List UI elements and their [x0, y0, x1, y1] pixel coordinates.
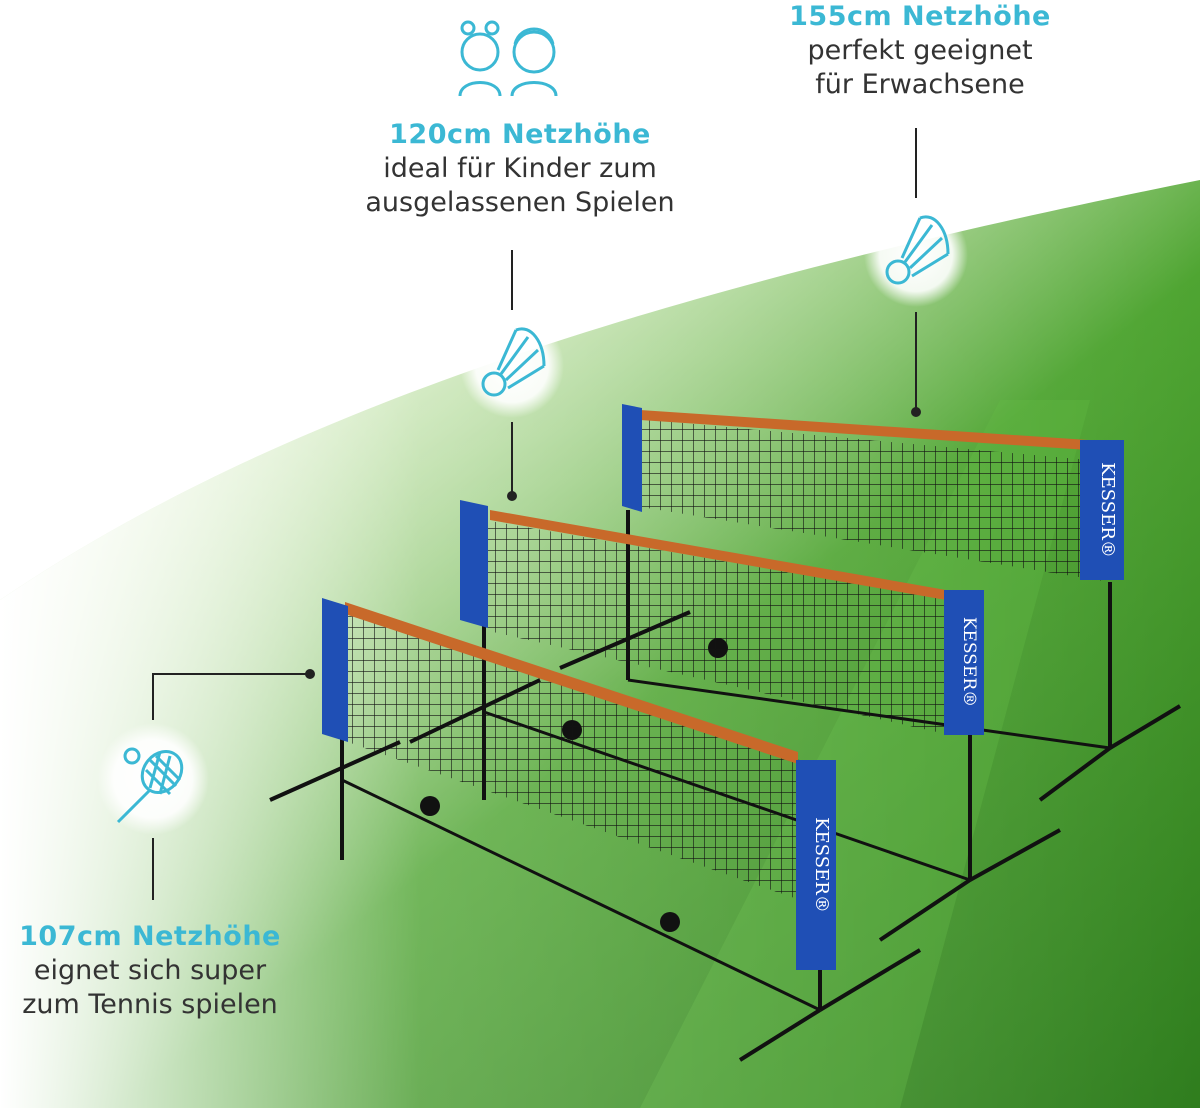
- net-120cm: KESSER®: [409, 500, 1061, 942]
- shuttlecock-icon: [864, 203, 968, 307]
- kids-icon: [458, 20, 558, 97]
- callout-heading: 120cm Netzhöhe: [389, 119, 651, 150]
- callout-text: eignet sich super: [33, 955, 267, 986]
- net-brand-label: KESSER®: [811, 817, 832, 913]
- net-107cm: KESSER®: [269, 598, 922, 1062]
- callout-heading: 107cm Netzhöhe: [19, 921, 281, 952]
- callout-text: perfekt geeignet: [807, 35, 1033, 66]
- net-brand-label: KESSER®: [959, 617, 979, 707]
- callout-text: ausgelassenen Spielen: [365, 187, 675, 218]
- net-155cm: KESSER®: [559, 404, 1182, 802]
- net-brand-label: KESSER®: [1097, 462, 1118, 558]
- callout-heading: 155cm Netzhöhe: [789, 1, 1051, 32]
- callout-120cm: 120cm Netzhöhe ideal für Kinder zum ausg…: [330, 118, 710, 220]
- callout-text: für Erwachsene: [815, 69, 1025, 100]
- shuttlecock-icon: [460, 314, 564, 418]
- callout-text: zum Tennis spielen: [22, 989, 278, 1020]
- tennis-racket-icon: [97, 723, 209, 835]
- callout-text: ideal für Kinder zum: [383, 153, 657, 184]
- callout-107cm: 107cm Netzhöhe eignet sich super zum Ten…: [0, 920, 300, 1022]
- callout-155cm: 155cm Netzhöhe perfekt geeignet für Erwa…: [760, 0, 1080, 102]
- leader-lines: [152, 128, 921, 900]
